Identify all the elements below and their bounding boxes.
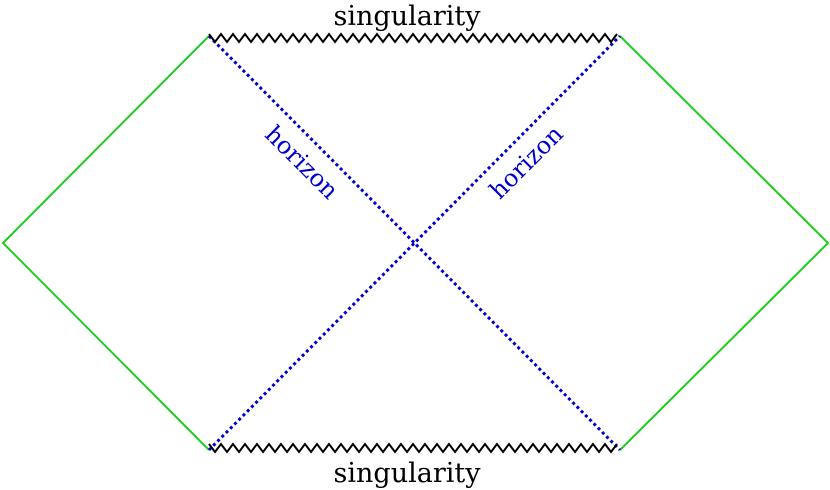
left-boundary-line — [1, 35, 210, 451]
top-singularity-zigzag — [208, 32, 618, 44]
horizon-line-ascending — [207, 34, 622, 452]
bottom-singularity-zigzag — [208, 442, 618, 454]
horizon-line-descending — [207, 34, 622, 452]
horizon-left-label: horizon — [259, 120, 344, 205]
bottom-singularity-label: singularity — [334, 458, 482, 489]
horizon-right-label: horizon — [484, 120, 569, 205]
right-boundary-line — [619, 35, 830, 451]
top-singularity-label: singularity — [334, 1, 482, 32]
